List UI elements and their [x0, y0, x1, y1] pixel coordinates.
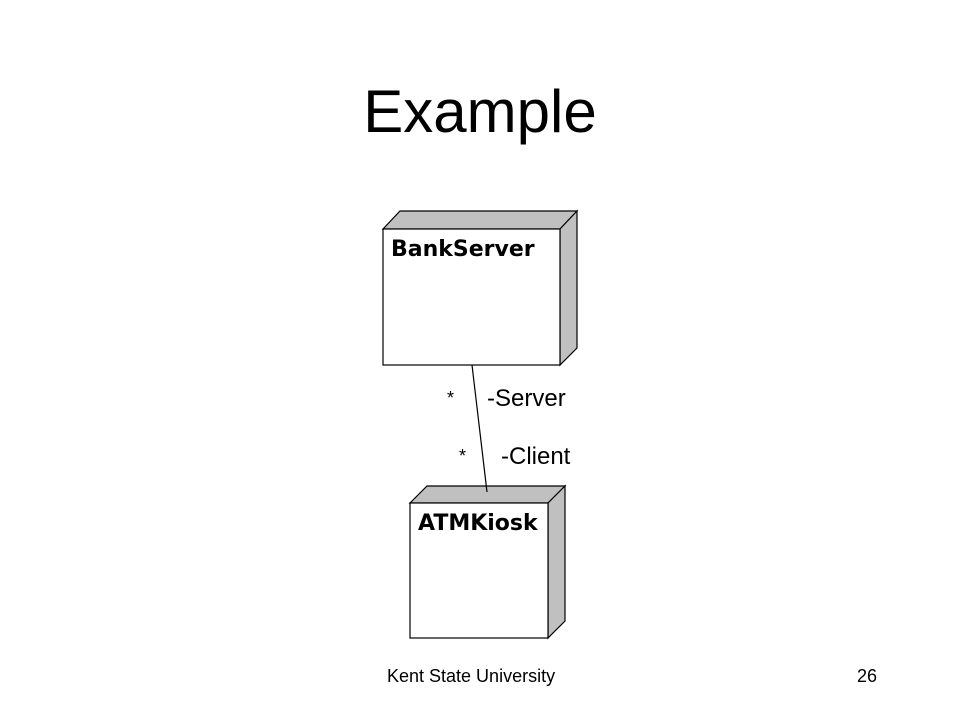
node-bankserver: BankServer [381, 209, 579, 367]
node-bankserver-top-face [381, 210, 579, 230]
client-role-label: -Client [501, 443, 571, 470]
client-multiplicity: * [459, 446, 466, 466]
node-atmkiosk-top-face [408, 485, 567, 504]
slide-title: Example [363, 78, 597, 145]
node-atmkiosk-side-face [547, 484, 566, 640]
server-role-label: -Server [487, 385, 566, 412]
association-line [471, 364, 488, 493]
node-bankserver-front-face [382, 228, 561, 366]
server-multiplicity: * [447, 388, 454, 408]
page-number: 26 [857, 666, 878, 686]
node-atmkiosk-name: ATMKiosk [418, 511, 539, 536]
node-atmkiosk-front-face [409, 502, 549, 639]
node-bankserver-name: BankServer [391, 237, 535, 262]
node-atmkiosk: ATMKiosk [408, 484, 567, 640]
node-bankserver-side-face [559, 209, 578, 367]
footer-institution: Kent State University [387, 666, 556, 686]
